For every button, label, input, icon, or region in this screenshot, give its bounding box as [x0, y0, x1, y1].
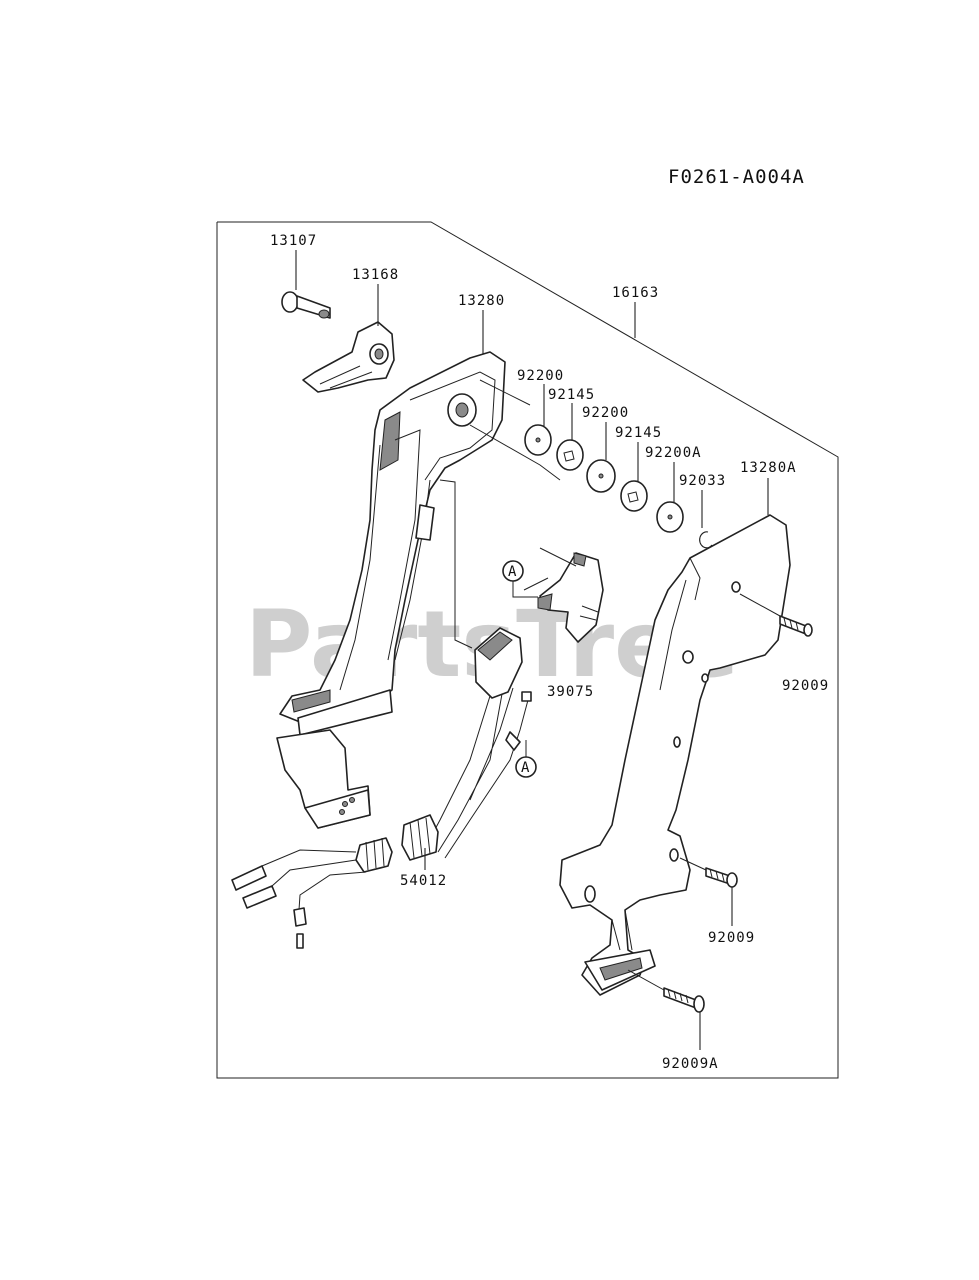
part-handle-13280A [559, 514, 791, 996]
part-lever-13168 [302, 321, 395, 393]
label-92009A: 92009A [662, 1056, 719, 1072]
label-13107: 13107 [270, 233, 317, 249]
label-92145-a: 92145 [548, 387, 595, 403]
callout-a-upper: A [502, 560, 549, 598]
svg-text:A: A [521, 760, 530, 776]
part-bolt-13107 [281, 291, 331, 319]
label-92033: 92033 [679, 473, 726, 489]
part-handle-clamp [276, 729, 371, 829]
part-circlip-92033 [699, 531, 713, 549]
label-92200A: 92200A [645, 445, 702, 461]
part-screw-92009-mid [679, 857, 738, 888]
label-13280A: 13280A [740, 460, 797, 476]
label-92009-b: 92009 [708, 930, 755, 946]
washer-92145-b [620, 480, 648, 512]
label-13280: 13280 [458, 293, 505, 309]
label-39075: 39075 [547, 684, 594, 700]
label-92009-a: 92009 [782, 678, 829, 694]
callout-a-lower: A [515, 740, 537, 778]
label-92200-a: 92200 [517, 368, 564, 384]
label-54012: 54012 [400, 873, 447, 889]
part-handle-13280 [279, 351, 506, 736]
part-screw-92009-top [739, 593, 813, 637]
label-92145-b: 92145 [615, 425, 662, 441]
part-screw-92009A [627, 969, 705, 1013]
leader-lines [295, 250, 769, 1050]
label-16163: 16163 [612, 285, 659, 301]
part-labels: 13107 13168 13280 16163 92200 92145 9220… [270, 233, 829, 1072]
part-bracket-39075 [537, 547, 604, 643]
part-washers [469, 379, 684, 533]
label-13168: 13168 [352, 267, 399, 283]
diagram-code: F0261-A004A [668, 166, 805, 188]
part-switch-54012 [231, 627, 532, 949]
svg-text:A: A [508, 564, 517, 580]
washer-92145-a [556, 439, 584, 471]
diagram-frame [216, 221, 839, 1079]
label-92200-b: 92200 [582, 405, 629, 421]
